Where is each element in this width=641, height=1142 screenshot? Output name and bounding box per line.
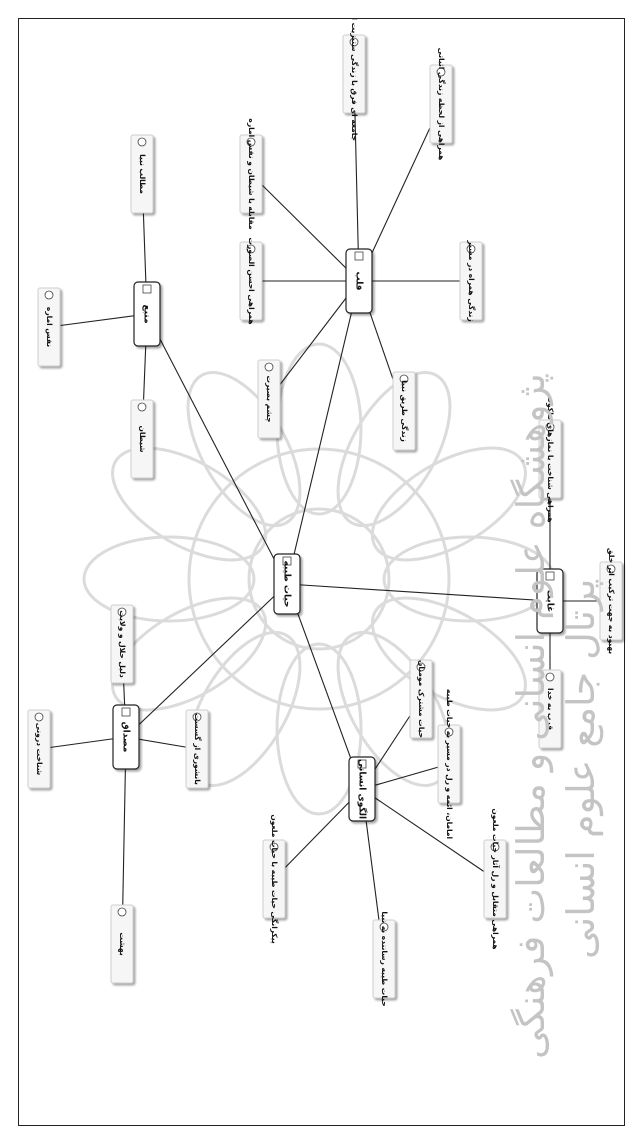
leaf-node-l5[interactable]: زندگی همراه در مسیر (460, 239, 482, 321)
leaf-node-l12-label: شناخت درونی (35, 723, 44, 775)
leaf-node-l17-label: همراهی متقابل و رل آثار حیات ملعون (491, 808, 501, 949)
leaf-node-l8-label: مطالب نبیا (138, 154, 147, 194)
leaf-node-l13[interactable]: بانشوری از گسست (186, 710, 208, 788)
watermark-text-1: پژوهشگاه علوم انسانی و مطالعات فرهنگی (509, 373, 553, 1059)
node-circle-icon (45, 291, 53, 299)
leaf-node-l11-label: دلیل حلال و ولایت (118, 610, 127, 678)
leaf-node-l18-label: حیات طیبه رساننده به نبیا (380, 911, 389, 1006)
node-circle-icon (138, 403, 146, 411)
leaf-node-l12[interactable]: شناخت درونی (28, 710, 50, 788)
leaf-node-l15-label: حیات مشترک مومنان (417, 660, 426, 738)
leaf-node-l3-label: مقابله با شیطان و نفس اماره (247, 118, 256, 230)
leaf-node-l14[interactable]: بهشت (111, 905, 133, 983)
watermark-petal (84, 537, 254, 621)
leaf-node-l22-label: بهبود به جهت ترکیب اثر خلق (607, 548, 616, 654)
leaf-node-l16-label: امامان، ائمه و رل در مسیر به حیات طیبه (445, 689, 454, 839)
hub-node-h_manba-label: منبع (142, 304, 152, 323)
leaf-node-l9-label: نفس اماره (45, 307, 54, 347)
edge-l3 (251, 174, 359, 281)
leaf-node-l19-label: پیکرانگی حیات طیبه با حیات ملعون (270, 814, 279, 944)
leaf-node-l4[interactable]: همراهی احسن الصورت (240, 237, 262, 324)
hub-node-h_qalb-label: قلب (354, 271, 364, 290)
leaf-node-l4-label: همراهی احسن الصورت (247, 237, 256, 324)
leaf-node-l19[interactable]: پیکرانگی حیات طیبه با حیات ملعون (263, 814, 285, 944)
leaf-node-l17[interactable]: همراهی متقابل و رل آثار حیات ملعون (484, 808, 506, 949)
leaf-node-l3[interactable]: مقابله با شیطان و نفس اماره (240, 118, 262, 230)
hub-node-h_masdaq[interactable]: مصداق (113, 705, 139, 769)
watermark-flower-icon (84, 344, 554, 814)
leaf-node-l1[interactable]: همراهی از لحظه زندگی اثباتی (430, 48, 452, 161)
leaf-node-l2-label: جامعه ای فرق با زندگی ستیزیت الله (350, 19, 359, 141)
leaf-node-l2[interactable]: جامعه ای فرق با زندگی ستیزیت الله (343, 19, 365, 141)
central-node-label: حیات طیبه (282, 561, 292, 608)
edge-l9 (49, 314, 147, 327)
watermark-petal (277, 344, 361, 514)
node-square-icon (122, 708, 130, 716)
leaf-node-l22[interactable]: بهبود به جهت ترکیب اثر خلق (600, 548, 622, 654)
hub-node-h_olgu-label: الگوی انسانی (357, 759, 369, 819)
hub-node-h_olgu[interactable]: الگوی انسانی (349, 757, 375, 821)
leaf-node-l7[interactable]: زندگی طریق نبیا (393, 372, 415, 450)
leaf-node-l11[interactable]: دلیل حلال و ولایت (111, 605, 133, 683)
hub-node-h_masdaq-label: مصداق (121, 722, 131, 753)
leaf-node-l8[interactable]: مطالب نبیا (131, 135, 153, 213)
leaf-node-l15[interactable]: حیات مشترک مومنان (410, 660, 432, 738)
leaf-node-l6-label: چشم بصیرت (265, 376, 274, 423)
leaf-node-l6[interactable]: چشم بصیرت (258, 360, 280, 438)
leaf-node-l7-label: زندگی طریق نبیا (400, 380, 409, 442)
node-circle-icon (265, 363, 273, 371)
leaf-node-l5-label: زندگی همراه در مسیر (467, 239, 476, 321)
edge-l17 (362, 789, 495, 879)
leaf-node-l13-label: بانشوری از گسست (193, 713, 202, 785)
hub-node-h_qalb[interactable]: قلب (346, 249, 372, 313)
hub-node-h_manba[interactable]: منبع (134, 282, 160, 346)
node-square-icon (143, 285, 151, 293)
central-node[interactable]: حیات طیبه (274, 554, 300, 614)
leaf-node-l10-label: شیطان (138, 426, 147, 453)
node-circle-icon (138, 138, 146, 146)
node-circle-icon (35, 713, 43, 721)
watermark-text-2: پرتال جامع علوم انسانی (559, 579, 603, 959)
leaf-node-l18[interactable]: حیات طیبه رساننده به نبیا (373, 911, 395, 1006)
edge-h_qalb (287, 281, 359, 584)
leaf-node-l1-label: همراهی از لحظه زندگی اثباتی (437, 48, 446, 161)
node-square-icon (355, 252, 363, 260)
leaf-node-l14-label: بهشت (118, 932, 127, 956)
node-circle-icon (118, 908, 126, 916)
diagram-frame: همراهی از لحظه زندگی اثباتی جامعه ای فرق … (18, 18, 625, 1126)
leaf-node-l9[interactable]: نفس اماره (38, 288, 60, 366)
watermark-petal (277, 644, 361, 814)
leaf-node-l10[interactable]: شیطان (131, 400, 153, 478)
